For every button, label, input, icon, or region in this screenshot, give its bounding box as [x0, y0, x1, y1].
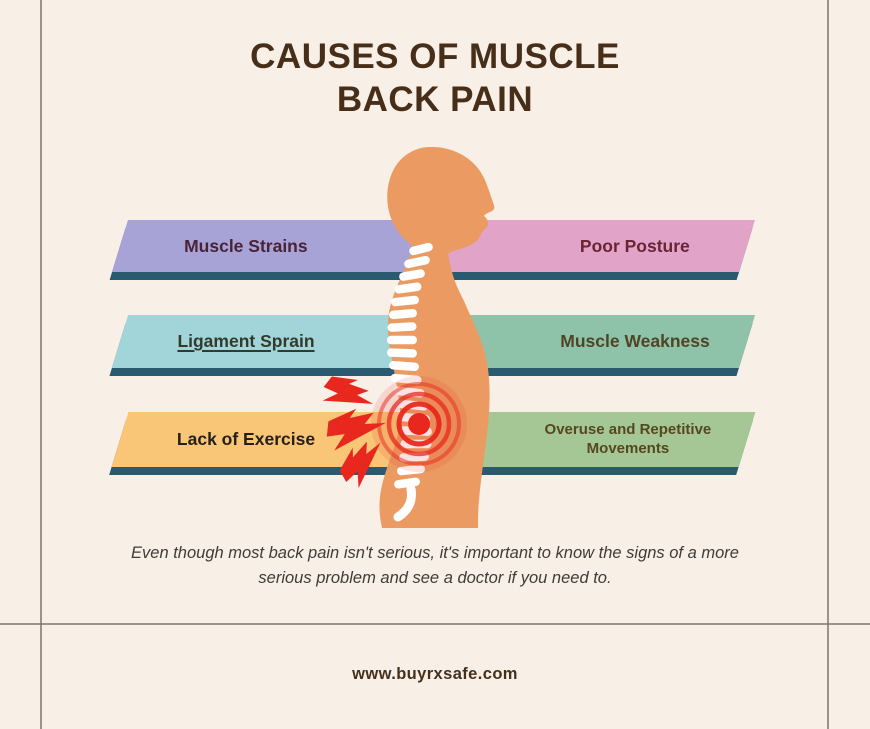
tailbone-graphic: [393, 484, 416, 522]
pain-rings-icon: [371, 376, 467, 472]
pain-bolts-icon: [322, 376, 386, 489]
human-torso-figure: [322, 146, 495, 529]
cause-label-muscle-weakness: Muscle Weakness: [560, 331, 710, 351]
page-title-line2: BACK PAIN: [336, 79, 534, 119]
frame-line-left: [40, 0, 42, 729]
page-title: CAUSES OF MUSCLE BACK PAIN: [0, 36, 870, 121]
cause-label-poor-posture: Poor Posture: [580, 235, 690, 256]
cause-label-overuse: Overuse and Repetitive Movements: [544, 420, 712, 457]
caption-text: Even though most back pain isn't serious…: [131, 544, 739, 587]
page-title-line1: CAUSES OF MUSCLE: [250, 37, 620, 76]
frame-line-right: [827, 0, 829, 729]
website-url: www.buyrxsafe.com: [352, 665, 518, 683]
frame-line-bottom: [0, 623, 870, 625]
